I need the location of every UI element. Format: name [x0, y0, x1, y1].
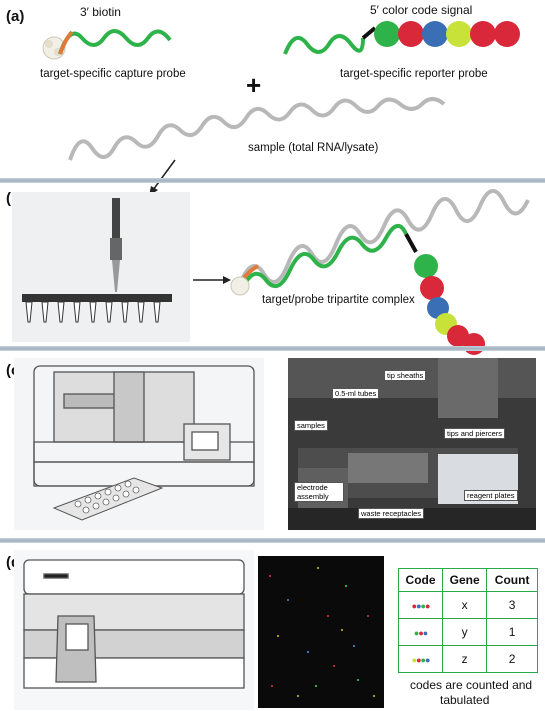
photo-label-tip-sheaths: tip sheaths	[384, 370, 427, 381]
table-caption-line1: codes are counted and	[410, 678, 533, 692]
panel-c: (c)	[0, 352, 545, 537]
biotin-label: 3′ biotin	[80, 5, 121, 19]
photo-label-tubes: 0.5-ml tubes	[332, 388, 380, 399]
photo-label-reagent: reagent plates	[464, 490, 518, 501]
capture-probe-label: target-specific capture probe	[40, 68, 186, 80]
complex-label: target/probe tripartite complex	[262, 294, 415, 306]
tripartite-complex-illustration	[230, 189, 530, 355]
code-count-table: Code Gene Count ●●●● x 3 ●●● y 1 ●●●● z …	[397, 568, 538, 673]
photo-label-samples: samples	[294, 420, 328, 431]
panel-d: (d)	[0, 544, 545, 711]
table-header-gene: Gene	[442, 568, 488, 592]
fluorescence-image	[258, 556, 384, 708]
panel-b: (b)	[0, 184, 545, 355]
gene-cell: z	[442, 645, 488, 673]
count-cell: 3	[486, 591, 538, 619]
table-row: ●●●● x 3	[397, 591, 538, 619]
separator-ab	[0, 178, 545, 183]
color-signal-label: 5′ color code signal	[370, 3, 473, 17]
pipette-illustration	[12, 192, 190, 342]
capture-probe-illustration	[42, 29, 172, 60]
sample-rna-strand	[68, 97, 446, 161]
reporter-probe-illustration	[283, 21, 520, 55]
sample-label: sample (total RNA/lysate)	[248, 142, 379, 154]
table-row: ●●●● z 2	[397, 645, 538, 673]
digital-analyzer-illustration	[14, 550, 254, 710]
photo-label-tips-piercers: tips and piercers	[444, 428, 506, 439]
cartridge	[52, 477, 164, 521]
table-row: ●●● y 1	[397, 618, 538, 646]
panel-a: (a) 3′ biotin target-specific capture pr…	[0, 0, 545, 196]
table-header-count: Count	[486, 568, 538, 592]
arrow-right-icon	[193, 276, 231, 284]
reporter-probe-label: target-specific reporter probe	[340, 68, 488, 80]
barcode-icon: ●●●	[397, 618, 444, 646]
prep-station-illustration	[14, 358, 264, 530]
panel-letter-a: (a)	[6, 8, 25, 25]
separator-bc	[0, 346, 545, 351]
count-cell: 1	[486, 618, 538, 646]
separator-cd	[0, 538, 545, 543]
plus-sign: +	[246, 70, 262, 100]
photo-label-electrode: electrode assembly	[294, 482, 344, 502]
barcode-icon: ●●●●	[397, 645, 444, 673]
count-cell: 2	[486, 645, 538, 673]
table-caption-line2: tabulated	[440, 693, 490, 707]
prep-station-photo: tip sheaths 0.5-ml tubes samples tips an…	[288, 358, 536, 530]
barcode-icon: ●●●●	[397, 591, 444, 619]
table-header-code: Code	[397, 568, 444, 592]
photo-label-waste: waste receptacles	[358, 508, 425, 519]
biotin-bead-icon	[230, 276, 250, 296]
tube-strip	[22, 294, 172, 323]
gene-cell: x	[442, 591, 488, 619]
gene-cell: y	[442, 618, 488, 646]
